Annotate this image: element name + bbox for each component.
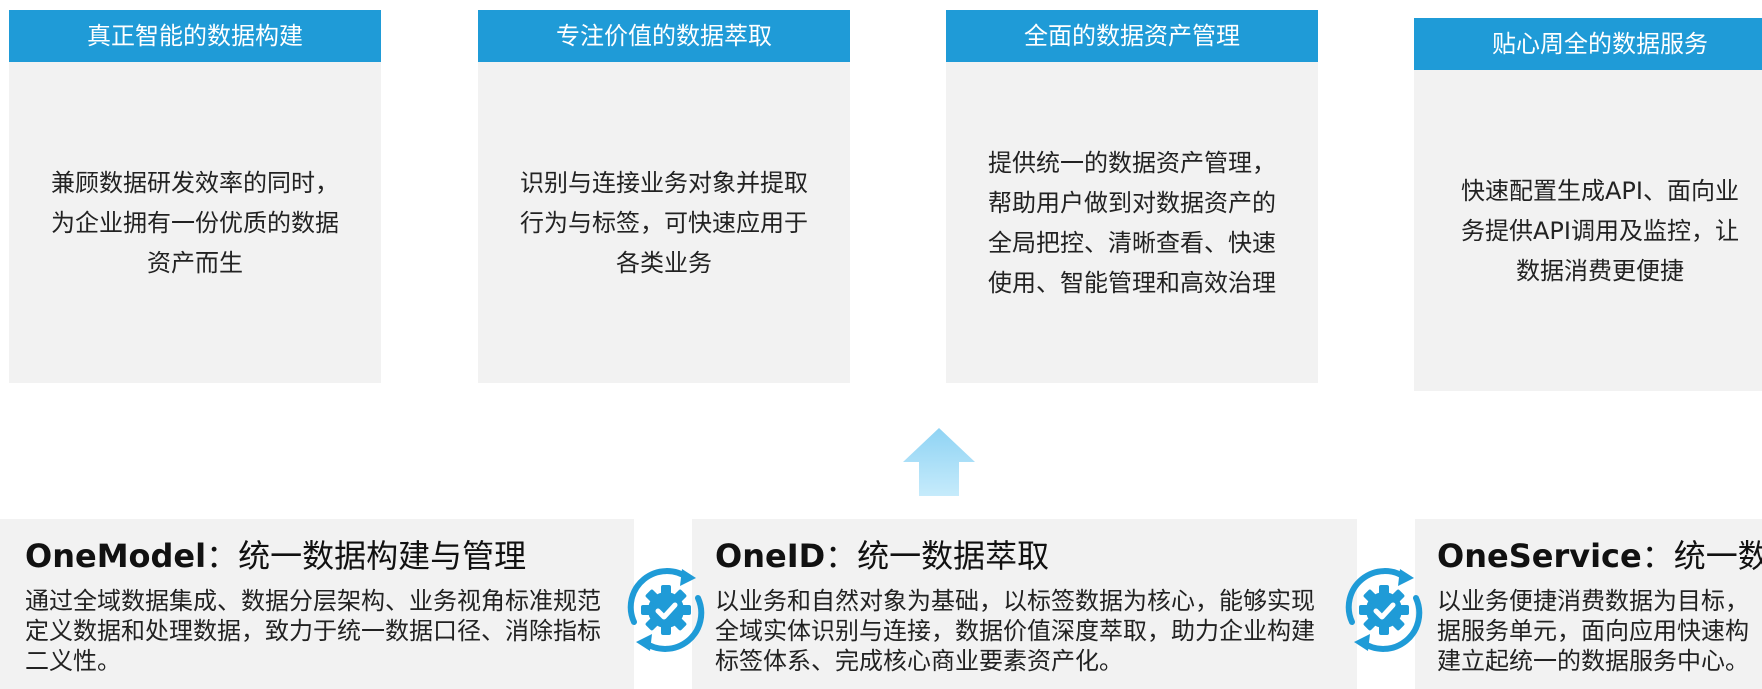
module-onemodel: OneModel：统一数据构建与管理 通过全域数据集成、数据分层架构、业务视角标…: [0, 519, 634, 689]
module-title: OneID：统一数据萃取: [715, 534, 1049, 578]
feature-card-4: 贴心周全的数据服务 快速配置生成API、面向业 务提供API调用及监控，让 数据…: [1414, 18, 1762, 391]
module-title-separator: ：: [1641, 537, 1674, 575]
feature-card-3: 全面的数据资产管理 提供统一的数据资产管理， 帮助用户做到对数据资产的 全局把控…: [946, 10, 1318, 383]
feature-card-body: 快速配置生成API、面向业 务提供API调用及监控，让 数据消费更便捷: [1461, 176, 1739, 285]
gear-check-cycle-icon: [1345, 568, 1423, 652]
feature-card-1: 真正智能的数据构建 兼顾数据研发效率的同时， 为企业拥有一份优质的数据 资产而生: [9, 10, 381, 383]
feature-card-title: 专注价值的数据萃取: [478, 10, 850, 62]
feature-card-body: 兼顾数据研发效率的同时， 为企业拥有一份优质的数据 资产而生: [51, 168, 339, 277]
up-arrow-icon: [903, 428, 975, 496]
module-name: OneModel: [25, 537, 207, 575]
gear-check-cycle-icon: [627, 568, 705, 652]
module-oneid: OneID：统一数据萃取 以业务和自然对象为基础，以标签数据为核心，能够实现全域…: [692, 519, 1357, 689]
module-title: OneService：统一数据: [1437, 534, 1762, 578]
module-title: OneModel：统一数据构建与管理: [25, 534, 526, 578]
module-oneservice: OneService：统一数据 以业务便捷消费数据为目标，据服务单元，面向应用快…: [1415, 519, 1762, 689]
module-subtitle: 统一数据萃取: [857, 537, 1050, 575]
feature-card-title: 全面的数据资产管理: [946, 10, 1318, 62]
module-description: 以业务便捷消费数据为目标，据服务单元，面向应用快速构建立起统一的数据服务中心。: [1437, 587, 1749, 675]
module-subtitle: 统一数据构建与管理: [238, 537, 527, 575]
module-description: 通过全域数据集成、数据分层架构、业务视角标准规范定义数据和处理数据，致力于统一数…: [25, 587, 601, 675]
module-subtitle: 统一数据: [1673, 537, 1762, 575]
feature-card-body: 提供统一的数据资产管理， 帮助用户做到对数据资产的 全局把控、清晰查看、快速 使…: [988, 148, 1276, 297]
module-title-separator: ：: [206, 537, 239, 575]
feature-card-title: 贴心周全的数据服务: [1414, 18, 1762, 70]
module-name: OneService: [1437, 537, 1642, 575]
feature-card-title: 真正智能的数据构建: [9, 10, 381, 62]
feature-card-2: 专注价值的数据萃取 识别与连接业务对象并提取 行为与标签，可快速应用于 各类业务: [478, 10, 850, 383]
feature-card-body: 识别与连接业务对象并提取 行为与标签，可快速应用于 各类业务: [520, 168, 808, 277]
module-description: 以业务和自然对象为基础，以标签数据为核心，能够实现全域实体识别与连接，数据价值深…: [715, 587, 1315, 675]
module-name: OneID: [715, 537, 826, 575]
module-title-separator: ：: [825, 537, 858, 575]
